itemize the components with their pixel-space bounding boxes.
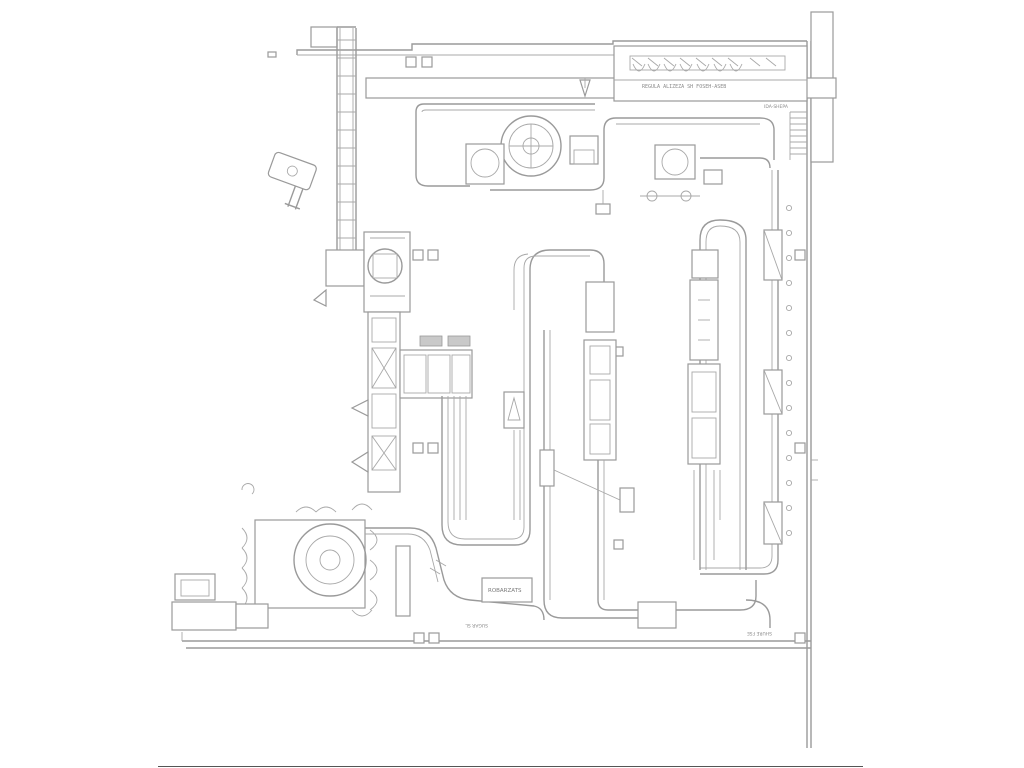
depalletizer-tower bbox=[312, 231, 473, 493]
station-marker bbox=[785, 254, 793, 262]
pallet-unit bbox=[267, 151, 317, 210]
station-marker bbox=[785, 479, 793, 487]
station-marker bbox=[785, 279, 793, 287]
tunnel-machine bbox=[676, 219, 771, 628]
stair-hatch bbox=[789, 111, 807, 160]
station-marker bbox=[785, 304, 793, 312]
station-markers bbox=[785, 204, 793, 537]
bottom-rule bbox=[158, 766, 863, 767]
outfeed-label: IDA-SHEPA bbox=[764, 104, 789, 110]
station-marker bbox=[785, 404, 793, 412]
unit-label: ROBARZATS bbox=[488, 588, 522, 594]
conveyor-right bbox=[700, 170, 783, 575]
carousel-packer: ROBARZATS SUGAR SL SHURE FSE IDA-SHEPA bbox=[171, 104, 789, 636]
building-outline bbox=[181, 11, 834, 748]
zone-label-bottom-left: SUGAR SL bbox=[465, 622, 488, 628]
station-marker bbox=[785, 354, 793, 362]
storage-bins bbox=[629, 55, 786, 72]
zone-label-bottom-right: SHURE FSE bbox=[747, 630, 772, 636]
top-band-label: REGULA ALIZEZA SH FOSEH-ASEB bbox=[642, 84, 726, 90]
conveyor-left-loop bbox=[441, 249, 605, 546]
inspection-line bbox=[539, 281, 677, 629]
station-marker bbox=[785, 329, 793, 337]
ladder-conveyor bbox=[310, 26, 357, 252]
station-marker bbox=[785, 379, 793, 387]
station-marker bbox=[785, 229, 793, 237]
top-service-band: REGULA ALIZEZA SH FOSEH-ASEB bbox=[365, 45, 837, 160]
station-marker bbox=[785, 529, 793, 537]
station-marker bbox=[785, 504, 793, 512]
filler-block bbox=[415, 103, 775, 215]
station-marker bbox=[785, 204, 793, 212]
station-marker bbox=[785, 454, 793, 462]
station-marker bbox=[785, 429, 793, 437]
